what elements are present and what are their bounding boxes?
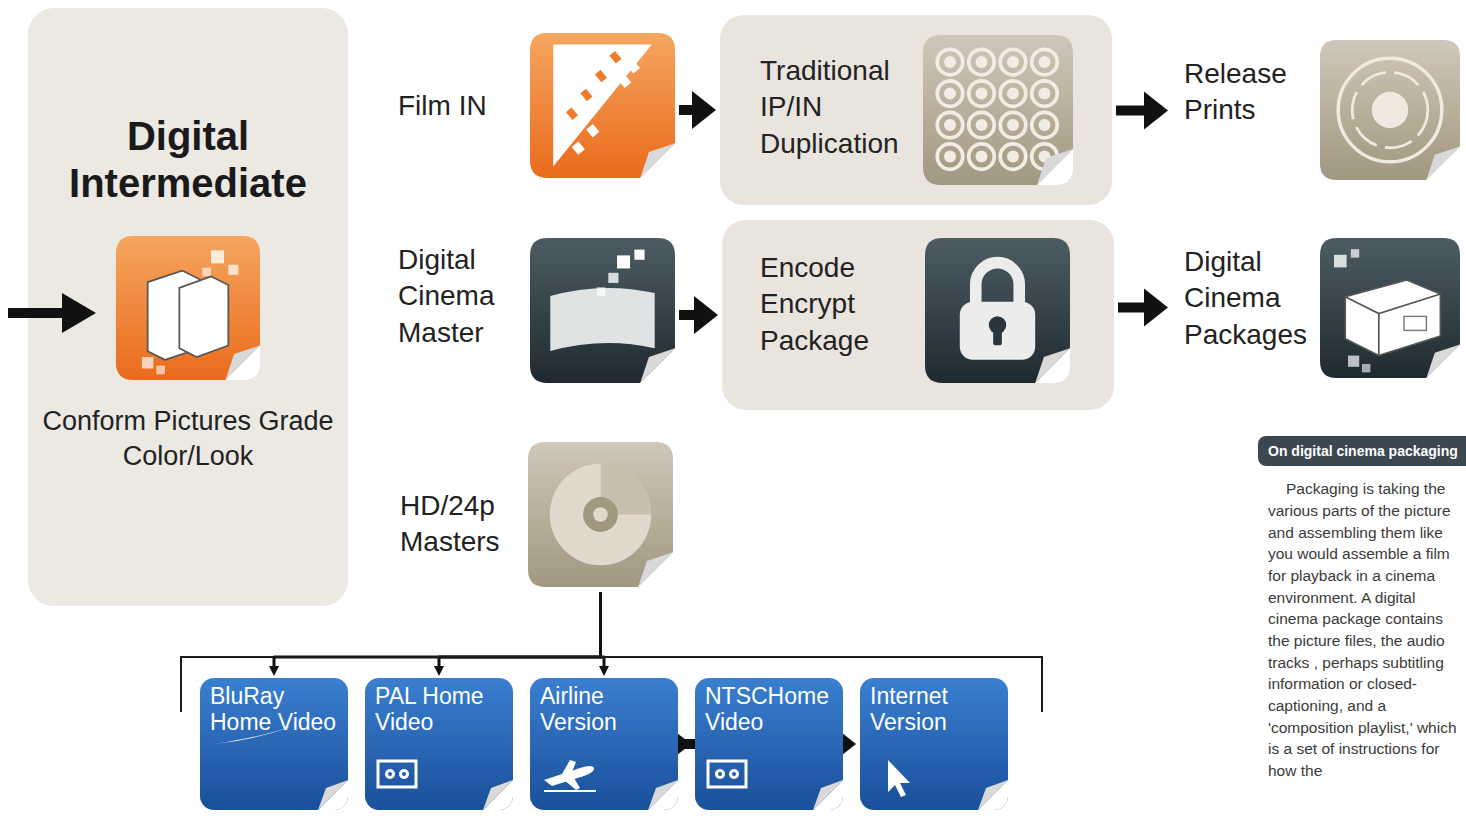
format-label: NTSCHome Video xyxy=(705,684,835,736)
output-node: Release Prints xyxy=(1172,38,1462,183)
connector xyxy=(679,296,718,334)
format-tile: BluRay Home Video xyxy=(200,678,348,810)
connector xyxy=(599,592,609,676)
tile-icon xyxy=(530,33,675,178)
stage-label: Film IN xyxy=(398,88,523,124)
stage-node: Digital Cinema Master xyxy=(390,228,675,388)
panel-title: Digital Intermediate xyxy=(38,113,338,207)
page-curl xyxy=(813,780,843,810)
format-icon xyxy=(705,758,765,798)
input-arrow xyxy=(0,290,110,336)
process-label: Traditional IP/IN Duplication xyxy=(760,53,920,162)
format-label: PAL Home Video xyxy=(375,684,505,736)
format-label: Internet Version xyxy=(870,684,1000,736)
page-curl xyxy=(648,780,678,810)
format-tile: Internet Version xyxy=(860,678,1008,810)
stage-label: Digital Cinema Master xyxy=(398,242,526,351)
format-tile: Airline Version xyxy=(530,678,678,810)
tile-icon xyxy=(116,236,260,380)
connector xyxy=(1118,289,1168,327)
format-icon xyxy=(870,758,930,798)
stage-label: HD/24p Masters xyxy=(400,488,525,561)
sidebar-body: Packaging is taking the various parts of… xyxy=(1258,466,1466,782)
connector xyxy=(1116,92,1168,130)
format-label: Airline Version xyxy=(540,684,670,736)
sidebar-note: On digital cinema packagingPackaging is … xyxy=(1258,436,1466,782)
format-icon xyxy=(375,758,435,798)
page-curl xyxy=(483,780,513,810)
format-icon xyxy=(540,758,600,798)
tile-icon xyxy=(925,238,1070,383)
output-label: Release Prints xyxy=(1184,56,1316,129)
stage-node: Film IN xyxy=(390,28,675,183)
tile-icon xyxy=(1320,40,1460,180)
tile-icon xyxy=(530,238,675,383)
sidebar-heading: On digital cinema packaging xyxy=(1258,436,1466,466)
page-curl xyxy=(318,780,348,810)
format-tile: PAL Home Video xyxy=(365,678,513,810)
output-label: Digital Cinema Packages xyxy=(1184,244,1318,353)
process-panel: Traditional IP/IN Duplication xyxy=(720,15,1112,205)
process-panel: Encode Encrypt Package xyxy=(722,220,1114,410)
connector xyxy=(679,91,716,129)
output-node: Digital Cinema Packages xyxy=(1172,230,1462,385)
tile-icon xyxy=(1320,238,1460,378)
panel-caption: Conform Pictures Grade Color/Look xyxy=(38,404,338,474)
process-label: Encode Encrypt Package xyxy=(760,250,920,359)
connector xyxy=(434,592,601,676)
format-tile: NTSCHome Video xyxy=(695,678,843,810)
tile-icon xyxy=(923,35,1073,185)
tile-icon xyxy=(528,442,673,587)
page-curl xyxy=(978,780,1008,810)
stage-node: HD/24p Masters xyxy=(390,440,675,590)
format-label: BluRay Home Video xyxy=(210,684,340,736)
